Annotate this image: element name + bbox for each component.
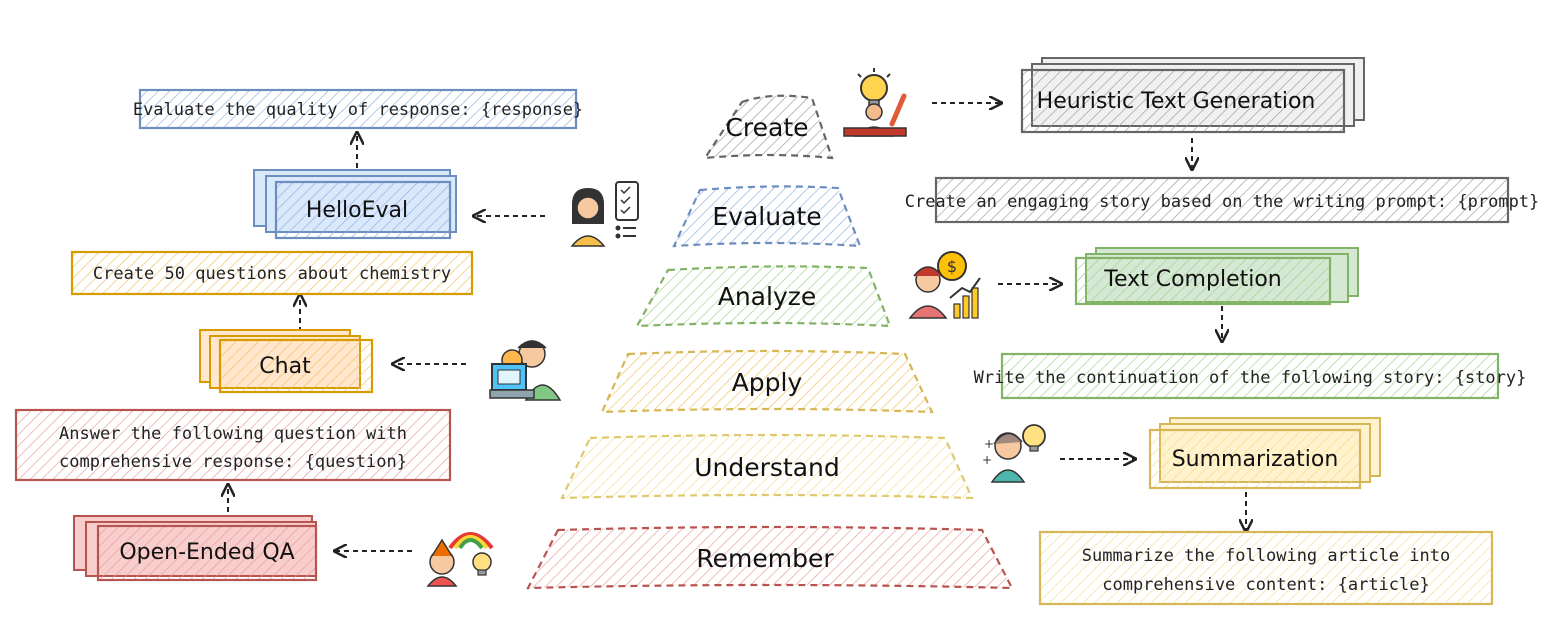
task-card-remember: Open-Ended QA bbox=[73, 515, 318, 582]
pyramid-level-remember: Remember bbox=[526, 525, 1014, 590]
level-label-create: Create bbox=[725, 113, 808, 142]
prompt-text-understand-line1: Summarize the following article into bbox=[1082, 546, 1450, 566]
prompt-box-remember: Answer the following question with compr… bbox=[14, 408, 452, 482]
svg-text:+: + bbox=[982, 453, 992, 467]
level-label-remember: Remember bbox=[696, 544, 834, 573]
prompt-box-understand: Summarize the following article into com… bbox=[1038, 530, 1494, 606]
task-name-evaluate: HelloEval bbox=[306, 198, 408, 223]
prompt-text-create: Create an engaging story based on the wr… bbox=[905, 192, 1540, 212]
task-card-understand: Summarization bbox=[1148, 417, 1381, 490]
task-card-apply: Chat bbox=[199, 329, 374, 394]
arrows bbox=[228, 103, 1246, 551]
pyramid: Create Evaluate Analyze Apply Understand… bbox=[526, 94, 1014, 590]
task-name-analyze: Text Completion bbox=[1103, 267, 1282, 292]
level-label-apply: Apply bbox=[732, 368, 803, 397]
prompt-text-analyze: Write the continuation of the following … bbox=[974, 368, 1527, 388]
prompt-text-evaluate: Evaluate the quality of response: {respo… bbox=[133, 100, 583, 120]
level-label-evaluate: Evaluate bbox=[712, 202, 821, 231]
task-card-evaluate: HelloEval bbox=[253, 169, 457, 240]
pyramid-level-understand: Understand bbox=[560, 433, 974, 500]
finance-person-icon: $ bbox=[908, 251, 981, 319]
thinking-person-icon: + + bbox=[982, 424, 1046, 483]
prompt-text-understand-line2: comprehensive content: {article} bbox=[1102, 575, 1430, 595]
task-card-create: Heuristic Text Generation bbox=[1020, 57, 1365, 134]
prompt-box-evaluate: Evaluate the quality of response: {respo… bbox=[133, 88, 583, 130]
creative-child-icon bbox=[426, 532, 494, 587]
prompt-text-apply: Create 50 questions about chemistry bbox=[93, 264, 451, 284]
checklist-person-icon bbox=[570, 181, 639, 247]
laptop-person-icon bbox=[489, 340, 562, 401]
pyramid-level-analyze: Analyze bbox=[635, 265, 892, 328]
prompt-box-create: Create an engaging story based on the wr… bbox=[905, 176, 1540, 224]
pyramid-level-evaluate: Evaluate bbox=[672, 185, 862, 248]
prompt-text-remember-line1: Answer the following question with bbox=[59, 424, 407, 444]
pyramid-level-apply: Apply bbox=[600, 349, 934, 414]
task-name-apply: Chat bbox=[259, 354, 311, 379]
task-card-analyze: Text Completion bbox=[1074, 247, 1359, 306]
task-name-create: Heuristic Text Generation bbox=[1037, 89, 1316, 114]
level-label-understand: Understand bbox=[694, 453, 840, 482]
task-name-remember: Open-Ended QA bbox=[119, 540, 294, 565]
task-name-understand: Summarization bbox=[1172, 447, 1339, 472]
pyramid-level-create: Create bbox=[702, 94, 834, 160]
idea-person-icon bbox=[843, 68, 907, 137]
prompt-box-analyze: Write the continuation of the following … bbox=[974, 352, 1527, 400]
level-label-analyze: Analyze bbox=[718, 282, 817, 311]
svg-text:+: + bbox=[984, 437, 994, 451]
prompt-text-remember-line2: comprehensive response: {question} bbox=[59, 452, 407, 472]
svg-text:$: $ bbox=[947, 257, 957, 276]
prompt-box-apply: Create 50 questions about chemistry bbox=[70, 250, 474, 296]
